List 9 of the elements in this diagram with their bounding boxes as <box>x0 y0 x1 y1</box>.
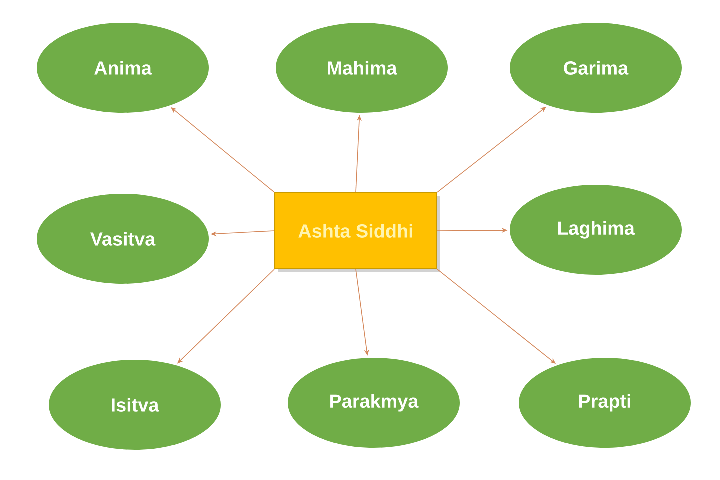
oval-node: Vasitva <box>37 194 209 284</box>
oval-node: Mahima <box>276 23 448 113</box>
title-box: Ashta Siddhi <box>274 192 440 272</box>
oval-node: Isitva <box>49 360 221 450</box>
oval-node: Laghima <box>510 185 682 275</box>
oval-node: Parakmya <box>288 358 460 448</box>
oval-node: Anima <box>37 23 209 113</box>
oval-node: Prapti <box>519 358 691 448</box>
oval-node: Garima <box>510 23 682 113</box>
